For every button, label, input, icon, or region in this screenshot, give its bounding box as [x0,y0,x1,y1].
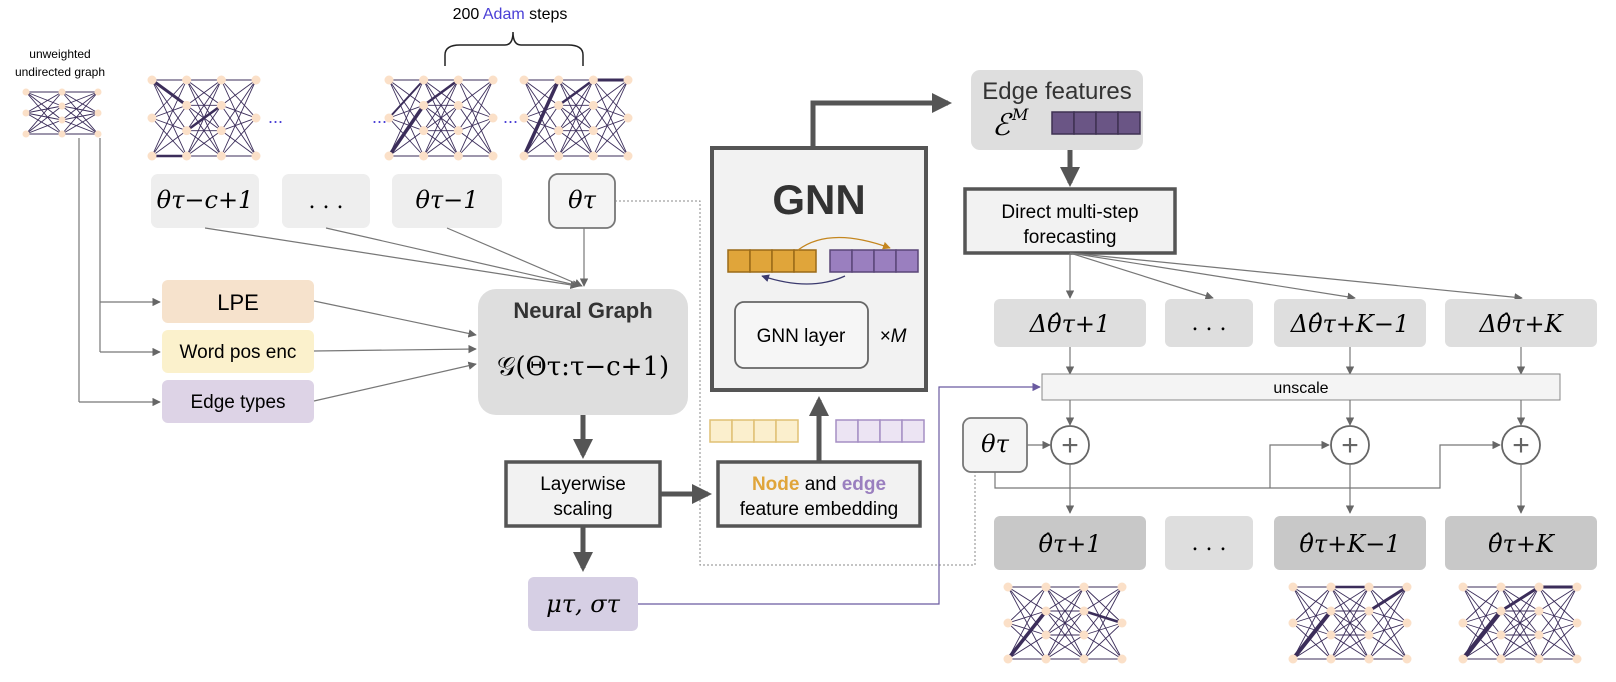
graph-label-line2: undirected graph [15,65,105,79]
neural-graph-title: Neural Graph [513,298,652,323]
theta-ellipsis-box [282,174,370,228]
dots-1: ... [268,107,283,127]
layerwise-line1: Layerwise [540,474,626,495]
delta-ellipsis-label: . . . [1192,311,1227,336]
forecasting-line2: forecasting [1024,227,1117,248]
graph-label-line1: unweighted [29,47,90,61]
weights-net-icon-1 [147,75,261,161]
edge-types-label: Edge types [190,392,285,413]
embedding-box [716,460,922,528]
gnn-navy-arrow [761,274,846,285]
delta-1-label: Δθ̂τ+1 [1029,310,1110,338]
plus-sign-2: + [1341,429,1359,462]
layerwise-line2: scaling [553,499,612,520]
layerwise-scaling-box [504,460,662,528]
edge-features-title: Edge features [982,78,1131,105]
embedding-squares [709,419,925,443]
output-net-icon-2 [1288,582,1412,664]
embedding-line1: Node and edge [752,474,886,495]
output-k-minus-1-box [1274,516,1426,570]
weights-net-icon-2 [384,75,498,161]
plus-sign-3: + [1512,429,1530,462]
word-pos-label: Word pos enc [180,342,297,363]
adam-steps-label: 200 Adam steps [453,6,568,23]
delta-ellipsis-box [1165,299,1253,347]
delta-1-box [994,299,1146,347]
theta-tau-minus-1-box [392,174,502,228]
gnn-edge-squares [829,249,919,273]
theta-tau-right-label: θτ [981,430,1009,458]
output-ellipsis-label: . . . [1192,531,1227,556]
embedding-line2: feature embedding [740,499,898,520]
gnn-repeat-label: ×M [880,326,907,347]
gnn-layer-box [734,301,869,369]
mu-sigma-box [528,577,638,631]
word-pos-box [162,330,314,373]
lpe-label: LPE [217,290,259,315]
mu-sigma-label: μτ, στ [546,590,621,618]
theta-tau-minus-1-label: θτ−1 [415,186,478,214]
dots-2: ... [372,107,387,127]
output-k-label: θ̂τ+K [1488,530,1556,558]
mu-sigma-to-unscale [638,382,1041,605]
forecasting-line1: Direct multi-step [1001,202,1138,223]
delta-k-label: Δθ̂τ+K [1478,310,1564,338]
output-net-icon-3 [1458,582,1582,664]
edge-features-symbol: ℰ [992,108,1013,143]
plus-sign-1: + [1061,429,1079,462]
gnn-feature-squares [727,249,919,273]
gnn-node-squares [727,249,817,273]
theta-tau-c-box [151,174,259,228]
theta-tau-c-label: θτ−c+1 [157,186,254,214]
output-ellipsis-box [1165,516,1253,570]
dotted-theta-link [615,200,976,566]
unscale-label: unscale [1273,380,1328,397]
embed-node-squares [709,419,799,443]
input-graph-icon [22,88,102,138]
gnn-layer-label: GNN layer [757,326,846,347]
forecasting-box [963,187,1177,255]
output-k-box [1445,516,1597,570]
neural-graph-formula: 𝒢(Θτ:τ−c+1) [497,352,669,382]
adam-brace [444,31,584,66]
dots-3: ... [503,107,518,127]
gnn-title: GNN [772,176,865,223]
weights-net-icon-3 [519,75,633,161]
unscale-bar [1041,373,1561,401]
delta-k-minus-1-label: Δθ̂τ+K−1 [1290,310,1409,338]
gnn-to-edge-features [810,93,952,148]
output-1-box [994,516,1146,570]
output-1-label: θ̂τ+1 [1038,530,1101,558]
embed-edge-squares [835,419,925,443]
output-net-icon-1 [1003,582,1127,664]
delta-k-minus-1-box [1274,299,1426,347]
neural-graph-box [478,289,688,415]
edge-features-squares [1051,111,1141,135]
network-icons [22,75,1582,664]
lpe-box [162,280,314,323]
output-k-minus-1-label: θ̂τ+K−1 [1299,530,1400,558]
delta-k-box [1445,299,1597,347]
theta-ellipsis-label: . . . [309,189,344,214]
theta-tau-label: θτ [568,186,596,214]
edge-types-box [162,380,314,423]
gnn-orange-arrow [797,236,891,251]
edge-features-superscript: M [1011,105,1029,124]
edge-feature-squares [1051,111,1141,135]
